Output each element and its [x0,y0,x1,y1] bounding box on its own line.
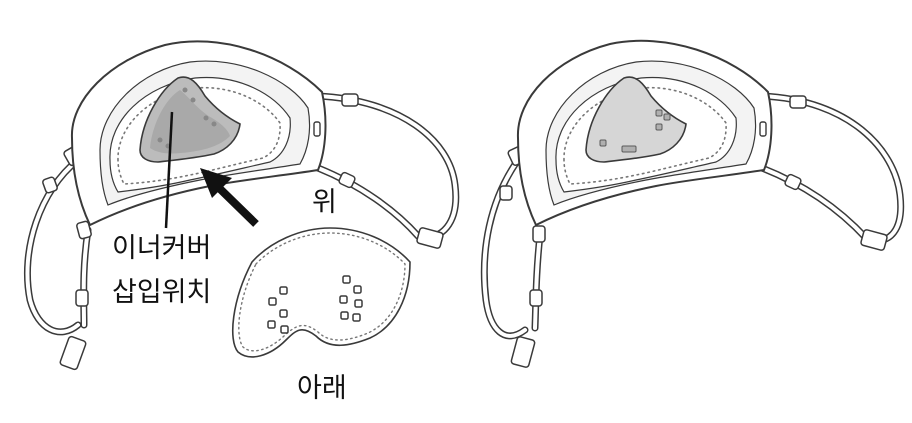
insert-direction-arrow [200,168,259,227]
insert-position-label-line2: 삽입위치 [112,277,212,308]
right-mask-right-strap [758,92,905,245]
left-mask-illustration [23,40,460,371]
left-mask-strap-tip [59,335,87,371]
right-mask-illustration [480,39,905,368]
top-side-label: 위 [312,187,337,218]
inner-cover-holes [267,275,363,334]
right-mask-inserted-cover [585,76,687,163]
bottom-side-label: 아래 [297,373,347,404]
inner-cover-outline [232,227,411,358]
insert-position-pointer-line [164,111,174,229]
inner-cover-part [232,227,411,358]
left-mask-right-strap [314,92,460,242]
insert-position-label-line1: 이너커버 [112,233,212,264]
